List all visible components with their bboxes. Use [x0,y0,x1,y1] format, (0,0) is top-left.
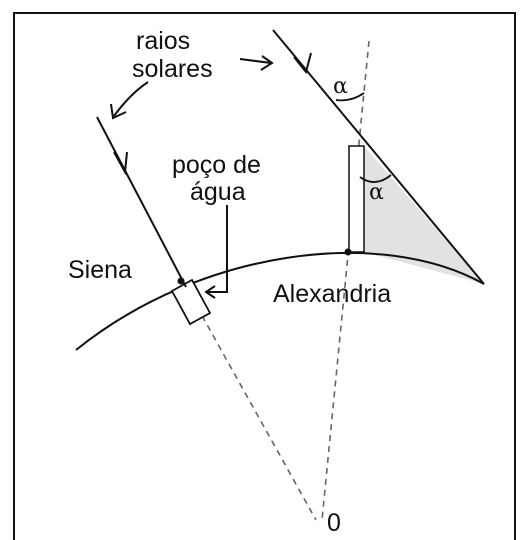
water-well [170,278,212,326]
sun-ray-siena-arrowhead [113,151,128,176]
well-pointer-arrowhead [204,285,216,299]
earth-surface-arc [75,251,485,351]
sun-ray-siena [96,116,187,288]
gnomon-stick [348,145,365,253]
angle-alpha-top: α [333,74,348,99]
label-arrow-straight [239,58,272,64]
angle-arc-top [335,92,365,102]
sun-ray-alexandria-arrowhead [293,52,312,75]
frame-border [13,12,516,540]
angle-alpha-bottom: α [369,180,384,205]
sun-rays-label-line1: raios [136,27,190,55]
sun-rays-label-line2: solares [132,55,213,83]
well-label-line2: água [190,178,246,206]
alexandria-label: Alexandria [273,280,391,308]
angle-arc-bottom [359,174,392,183]
siena-label: Siena [68,256,132,284]
label-arrow-straight-head [260,55,274,71]
label-arrow-curved-head [110,103,127,120]
well-label-line1: poço de [172,151,261,179]
siena-point [177,277,185,285]
shadow-triangle [364,146,484,284]
earth-center-label: 0 [327,509,341,537]
radius-line-siena [185,286,317,521]
label-arrow-curved [113,81,149,117]
alexandria-point [344,248,352,256]
well-pointer-line [207,205,228,293]
radius-line-alexandria [321,40,370,521]
sun-ray-alexandria [272,29,485,285]
